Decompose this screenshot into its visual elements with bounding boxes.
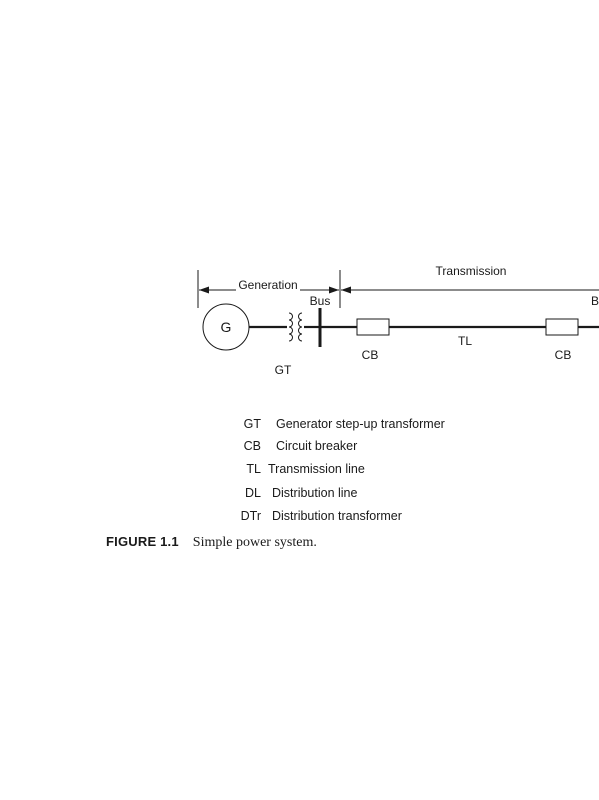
bus-label-cut: B (591, 294, 599, 308)
legend-abbr: DL (245, 486, 261, 500)
figure-caption-text: Simple power system. (192, 535, 317, 550)
legend-desc: Distribution transformer (272, 509, 402, 523)
legend-desc: Generator step-up transformer (276, 417, 445, 431)
gt-label: GT (275, 363, 292, 377)
legend-desc: Distribution line (272, 486, 358, 500)
tl-label: TL (458, 334, 472, 348)
generator-label: G (221, 319, 232, 335)
legend-desc: Transmission line (268, 462, 365, 476)
generation-label: Generation (238, 278, 297, 292)
legend-desc: Circuit breaker (276, 439, 358, 453)
figure-caption: FIGURE 1.1 Simple power system. (106, 534, 317, 551)
legend-abbr: TL (246, 462, 261, 476)
generation-left-arrowhead (199, 286, 209, 294)
transmission-label: Transmission (436, 264, 507, 278)
circuit-breaker-right (545, 318, 579, 336)
transformer-primary-coil (288, 312, 293, 342)
circuit-breaker-left (356, 318, 390, 336)
bus-label: Bus (310, 294, 331, 308)
figure-number: FIGURE 1.1 (106, 534, 179, 549)
cb-right-label: CB (555, 348, 572, 362)
legend-abbr: GT (243, 417, 261, 431)
legend-abbr: DTr (240, 509, 261, 523)
transmission-left-arrowhead (341, 286, 351, 294)
cb-left-label: CB (362, 348, 379, 362)
generation-right-arrowhead (329, 286, 339, 294)
transformer-secondary-coil (298, 312, 303, 342)
legend-abbr: CB (243, 439, 261, 453)
